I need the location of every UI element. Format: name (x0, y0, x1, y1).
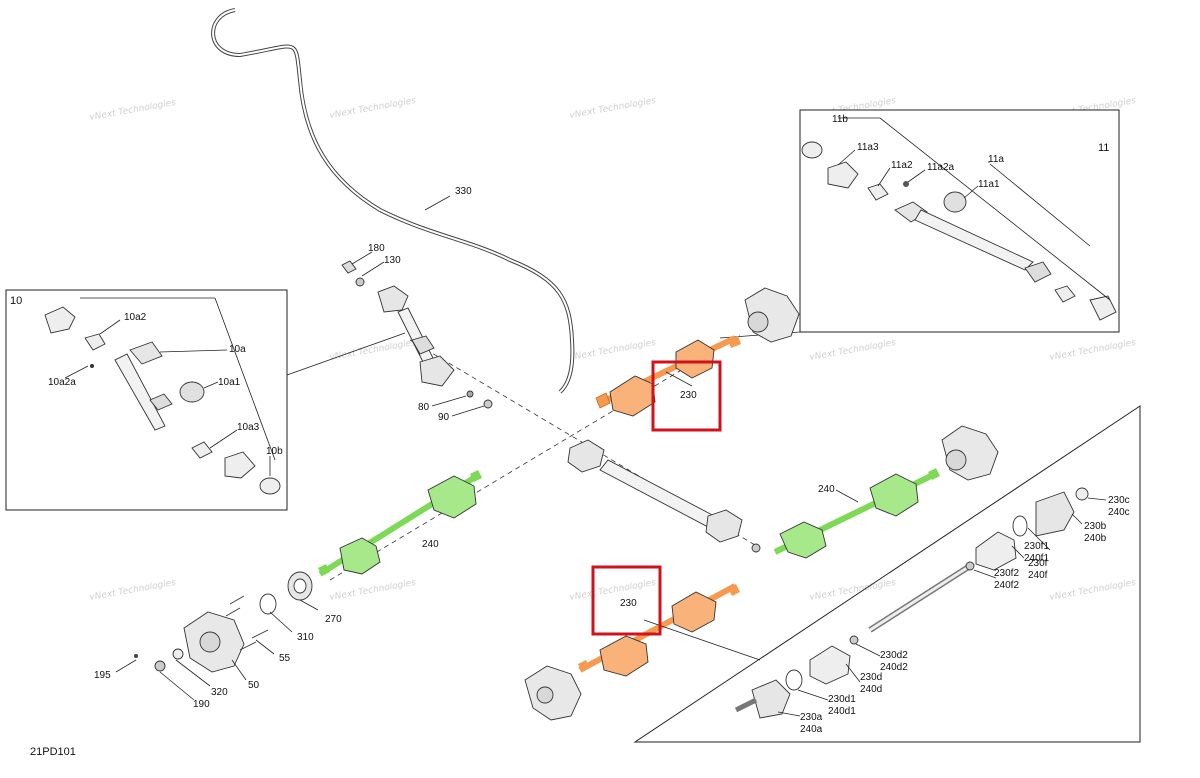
center-axis (329, 334, 761, 581)
callout-90: 90 (438, 412, 450, 423)
callout-230: 230 (680, 390, 697, 401)
watermark: vNext Technologies (329, 96, 417, 121)
callout-50: 50 (248, 680, 260, 691)
callout-190: 190 (193, 699, 210, 710)
exploded-view-cv-joint: 230c 240c 230b 240b 230f1 240f1 230f 240… (633, 405, 1141, 743)
inset-10-label: 10a1 (218, 377, 241, 388)
cv-axle-240-left: 240 (318, 470, 482, 577)
callout-240: 240 (422, 539, 439, 550)
exploded-label: 240f2 (994, 580, 1019, 591)
inset-10-label: 10a2a (48, 377, 76, 388)
callout-270: 270 (325, 614, 342, 625)
exploded-label: 230a (800, 712, 823, 723)
exploded-label: 230c (1108, 495, 1130, 506)
inset-10: 10 10a2 10a 10a2a 10a1 10a3 10b (5, 289, 406, 511)
watermark: vNext Technologies (329, 338, 417, 363)
watermark: vNext Technologies (569, 338, 657, 363)
callout-80: 80 (418, 402, 430, 413)
callout-180: 180 (368, 243, 385, 254)
callout-310: 310 (297, 632, 314, 643)
hub-lower-left (524, 665, 582, 721)
exploded-label: 230b (1084, 521, 1107, 532)
cv-axle-240-right: 240 (773, 468, 940, 559)
inset-10-label: 10b (266, 446, 283, 457)
exploded-label: 230f2 (994, 568, 1019, 579)
inset-11-label: 11b (832, 114, 848, 125)
watermark: vNext Technologies (809, 578, 897, 603)
watermark: vNext Technologies (89, 578, 177, 603)
cv-axle-230-mid: 230 (578, 583, 740, 677)
callout-320: 320 (211, 687, 228, 698)
inset-11-label: 11a2 (891, 160, 913, 171)
exploded-label: 230d (860, 672, 882, 683)
highlight-box-230-mid (591, 565, 662, 636)
cv-axle-230-top: 230 (595, 335, 741, 417)
watermark: vNext Technologies (1049, 578, 1137, 603)
inset-11: 11 11b 11a3 11a2 11a2a 11a 11a1 (719, 109, 1120, 339)
highlight-box-230 (651, 360, 722, 432)
callout-55: 55 (279, 653, 291, 664)
hub-upper-right (744, 287, 800, 343)
exploded-label: 230d1 (828, 694, 856, 705)
watermark: vNext Technologies (89, 98, 177, 123)
exploded-label: 230f (1028, 558, 1048, 569)
exploded-label: 240d (860, 684, 882, 695)
inset-number-10: 10 (10, 295, 22, 307)
exploded-label: 240b (1084, 533, 1107, 544)
exploded-label: 240d1 (828, 706, 856, 717)
inset-10-label: 10a (229, 344, 246, 355)
exploded-label: 230d2 (880, 650, 908, 661)
callout-240: 240 (818, 484, 835, 495)
watermark: vNext Technologies (569, 96, 657, 121)
inset-10-label: 10a3 (237, 422, 260, 433)
inset-11-label: 11a2a (927, 162, 955, 173)
callout-195: 195 (94, 670, 111, 681)
propshaft-center (567, 439, 761, 553)
watermark: vNext Technologies (809, 338, 897, 363)
inset-10-label: 10a2 (124, 312, 147, 323)
callout-230-mid: 230 (620, 598, 637, 609)
inset-11-label: 11a3 (857, 142, 879, 153)
exploded-label: 240f (1028, 570, 1048, 581)
callout-130: 130 (384, 255, 401, 266)
exploded-label: 240a (800, 724, 823, 735)
front-driveshaft-assembly: 180 130 80 90 (341, 243, 493, 423)
figure-code: 21PD101 (30, 746, 76, 758)
watermark: vNext Technologies (1049, 338, 1137, 363)
exploded-label: 240c (1108, 507, 1130, 518)
watermark: vNext Technologies (569, 578, 657, 603)
exploded-label: 230f1 (1024, 541, 1049, 552)
callout-330: 330 (455, 186, 472, 197)
exploded-label: 240f1 (1024, 553, 1049, 564)
exploded-label: 240d2 (880, 662, 908, 673)
inset-number-11: 11 (1098, 142, 1109, 154)
hub-assembly-lower-left: 310 270 55 50 320 195 190 (94, 571, 342, 710)
cable-330: 330 (211, 8, 575, 394)
inset-11-label: 11a1 (978, 179, 1000, 190)
hub-mid-right (941, 425, 999, 481)
watermark: vNext Technologies (329, 578, 417, 603)
inset-11-label: 11a (988, 154, 1004, 165)
